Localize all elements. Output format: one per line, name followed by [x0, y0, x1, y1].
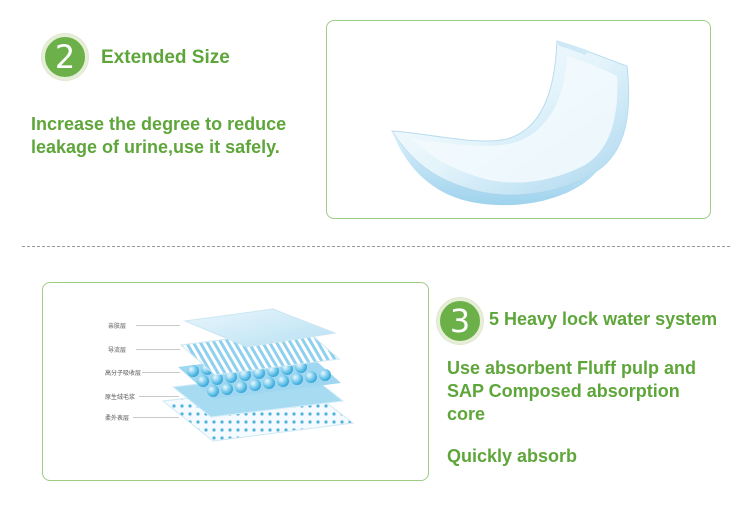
extended-size-image-panel	[326, 20, 711, 219]
layer-label-2: 导流层	[108, 347, 127, 354]
layer-structure-image-panel: 亲肤层 导流层 高分子吸收层 原生绒毛浆 柔外表层	[42, 282, 429, 481]
section-2-title: Extended Size	[101, 47, 230, 68]
section-3-description-line-1: Use absorbent Fluff pulp and	[447, 358, 697, 378]
layer-label-4: 原生绒毛浆	[105, 394, 136, 401]
section-2-description-line-1: Increase the degree to reduce	[31, 114, 287, 134]
layer-label-5: 柔外表层	[105, 415, 130, 422]
section-2-description-line-2: leakage of urine,use it safely.	[31, 137, 280, 157]
leader-line-5	[133, 417, 179, 418]
layer-label-1: 亲肤层	[108, 323, 127, 330]
step-2-number: 2	[54, 38, 76, 76]
layer-label-3: 高分子吸收层	[105, 370, 142, 377]
section-3-description-line-2: SAP Composed absorption	[447, 381, 680, 401]
section-3-description-line-3: core	[447, 404, 486, 424]
layer-stack-illustration	[161, 308, 355, 442]
step-3-number: 3	[449, 302, 471, 340]
step-2-badge: 2	[42, 34, 88, 80]
step-3-badge: 3	[437, 298, 483, 344]
leader-line-4	[139, 396, 179, 397]
leader-line-3	[142, 372, 180, 373]
section-3-title: 5 Heavy lock water system	[489, 309, 718, 329]
leader-line-2	[136, 349, 180, 350]
section-divider	[22, 246, 730, 247]
curved-pad-illustration	[391, 40, 630, 206]
leader-line-1	[136, 325, 180, 326]
quickly-absorb-feature: Quickly absorb	[447, 446, 578, 466]
